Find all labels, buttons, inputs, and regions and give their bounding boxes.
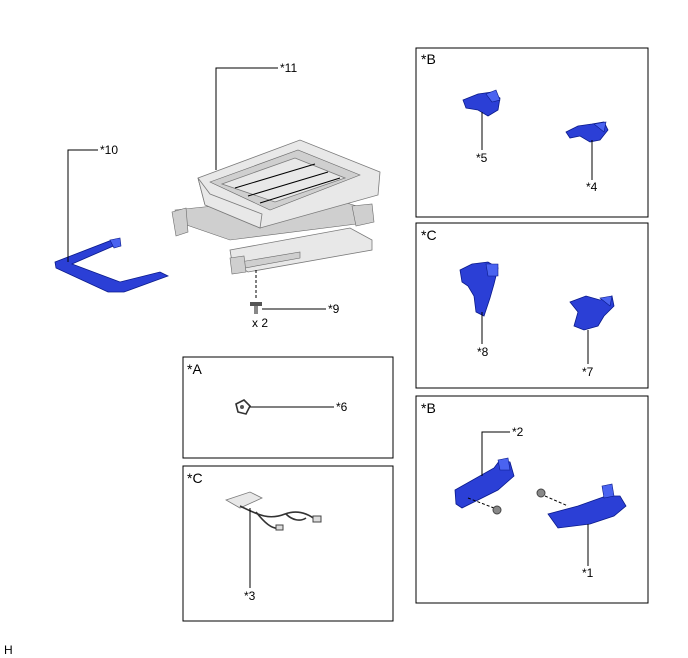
box-a	[182, 356, 394, 459]
label-5: *5	[476, 151, 488, 165]
label-11: *11	[280, 61, 297, 75]
box-b-bottom-label: *B	[421, 400, 436, 416]
label-7: *7	[582, 365, 594, 379]
bolt-dash-b	[544, 495, 569, 507]
part-8	[459, 261, 499, 317]
label-1: *1	[582, 566, 594, 580]
box-c-bottom	[182, 465, 394, 622]
box-c-mid	[415, 222, 649, 389]
box-a-label: *A	[187, 361, 202, 377]
box-c-mid-label: *C	[421, 227, 437, 243]
part-5	[462, 89, 501, 117]
label-6: *6	[336, 400, 348, 414]
label-8: *8	[477, 345, 489, 359]
box-b-bottom	[415, 395, 649, 604]
label-4: *4	[586, 180, 598, 194]
part-7	[569, 295, 615, 331]
leader-10	[67, 149, 98, 262]
seat-frame	[171, 139, 381, 275]
bolt-a	[492, 505, 502, 515]
part-6	[235, 399, 251, 415]
label-10: *10	[100, 143, 118, 157]
label-9: *9	[328, 302, 340, 316]
part-2	[454, 457, 515, 509]
bolt-b	[536, 488, 546, 498]
box-c-bottom-label: *C	[187, 470, 203, 486]
label-3: *3	[244, 589, 256, 603]
bolt-part	[250, 270, 262, 314]
leader-11	[215, 67, 278, 170]
part-3	[225, 491, 322, 531]
part-4	[565, 121, 609, 143]
box-b-top-label: *B	[421, 51, 436, 67]
figure-code: H	[4, 643, 13, 657]
quantity-label: x 2	[252, 316, 268, 330]
front-bar-part	[54, 237, 170, 293]
part-1	[547, 483, 627, 529]
label-2: *2	[512, 425, 524, 439]
leader-2	[481, 431, 510, 476]
box-b-top	[415, 47, 649, 218]
